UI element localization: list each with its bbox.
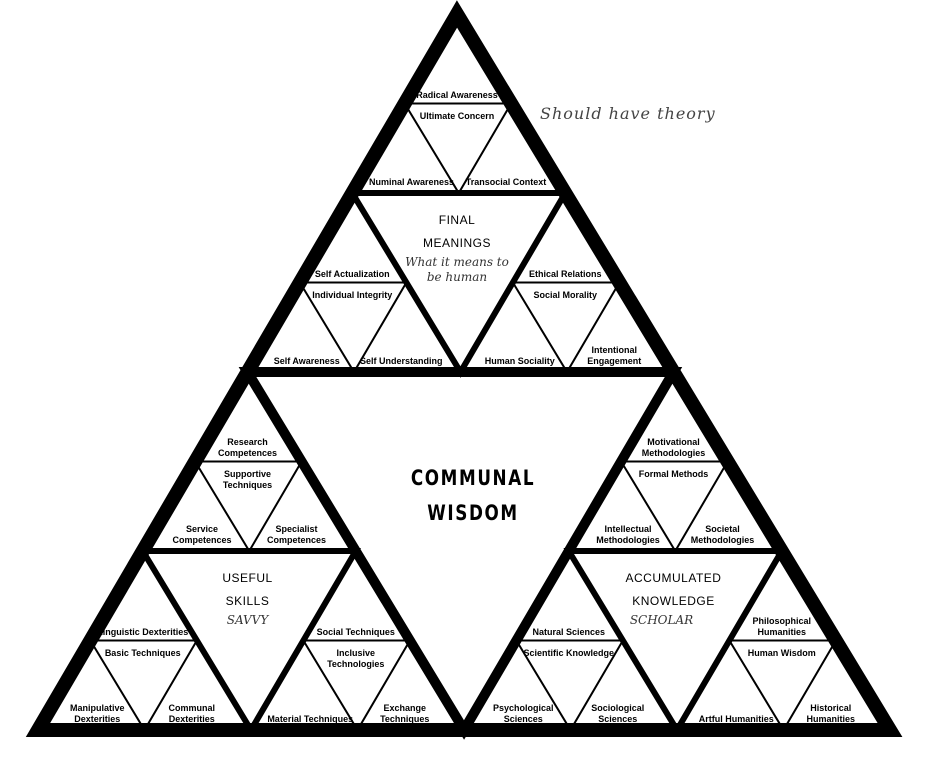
section-title-top: FINAL MEANINGS	[387, 213, 527, 259]
sub-label-left: Artful Humanities	[698, 714, 774, 724]
sub-label-right: Transocial Context	[465, 177, 547, 187]
sub-inner-triangle	[88, 639, 199, 732]
section-title-line: KNOWLEDGE	[632, 594, 715, 608]
section-title-line: ACCUMULATED	[625, 571, 722, 585]
sub-label-top: Research Competences	[217, 436, 278, 458]
sub-label-center: Supportive Techniques	[222, 468, 273, 490]
sub-label-center: Social Morality	[533, 289, 598, 300]
core-title-line: WISDOM	[427, 501, 519, 525]
sub-label-right: Historical Humanities	[806, 703, 855, 724]
handwritten-annotation: SCHOLAR	[629, 613, 694, 627]
core-title-line: COMMUNAL	[410, 466, 536, 490]
sub-label-center: Individual Integrity	[312, 289, 393, 300]
sub-label-right: Self Understanding	[359, 356, 443, 366]
sub-label-left: Psychological Sciences	[492, 703, 554, 724]
sub-inner-triangle	[402, 102, 513, 195]
handwritten-note: Should have theory	[540, 104, 716, 123]
sub-inner-triangle	[511, 281, 622, 374]
sub-label-top: Linguistic Dexterities	[97, 626, 189, 637]
section-title-line: FINAL	[438, 213, 476, 227]
sub-inner-triangle	[193, 460, 304, 553]
section-title-line: USEFUL	[222, 571, 273, 585]
sub-label-top: Philosophical Humanities	[752, 615, 811, 637]
sub-label-left: Human Sociality	[484, 356, 555, 366]
sub-label-right: Sociological Sciences	[591, 703, 645, 724]
sub-label-left: Intellectual Methodologies	[596, 524, 660, 545]
sub-label-left: Manipulative Dexterities	[69, 703, 125, 724]
sub-label-left: Service Competences	[172, 524, 232, 545]
communal-wisdom-title: COMMUNAL WISDOM	[395, 466, 550, 536]
sub-label-center: Inclusive Technologies	[327, 647, 385, 669]
sub-label-top: Radical Awareness	[416, 89, 498, 100]
sub-label-right: Communal Dexterities	[168, 703, 215, 724]
sub-label-top: Motivational Methodologies	[641, 436, 706, 458]
sub-label-top: Natural Sciences	[532, 626, 606, 637]
section-title-right: ACCUMULATED KNOWLEDGE	[604, 571, 744, 617]
section-title-left: USEFUL SKILLS	[178, 571, 318, 617]
sub-label-top: Self Actualization	[314, 268, 390, 279]
sub-label-right: Intentional Engagement	[587, 345, 642, 366]
handwritten-annotation: What it means to be human	[405, 255, 509, 284]
sub-inner-triangle	[727, 639, 838, 732]
sub-label-left: Self Awareness	[273, 356, 340, 366]
sub-label-top: Ethical Relations	[528, 268, 602, 279]
sub-label-center: Formal Methods	[638, 468, 709, 479]
sub-label-right: Exchange Techniques	[380, 703, 430, 724]
handwritten-annotation: SAVVY	[226, 613, 269, 627]
sub-label-right: Specialist Competences	[266, 524, 327, 545]
sub-label-top: Social Techniques	[316, 626, 395, 637]
sub-label-right: Societal Methodologies	[690, 524, 755, 545]
sub-label-left: Material Techniques	[267, 714, 354, 724]
section-title-line: SKILLS	[225, 594, 270, 608]
sub-label-center: Basic Techniques	[104, 647, 181, 658]
sub-label-center: Scientific Knowledge	[523, 647, 614, 658]
sub-label-center: Ultimate Concern	[419, 110, 495, 121]
sub-label-center: Human Wisdom	[747, 647, 816, 658]
sub-inner-triangle	[298, 281, 409, 374]
sub-inner-triangle	[514, 639, 625, 732]
section-title-line: MEANINGS	[422, 236, 491, 250]
sub-inner-triangle	[619, 460, 730, 553]
sub-inner-triangle	[301, 639, 412, 732]
sub-label-left: Numinal Awareness	[368, 177, 455, 187]
